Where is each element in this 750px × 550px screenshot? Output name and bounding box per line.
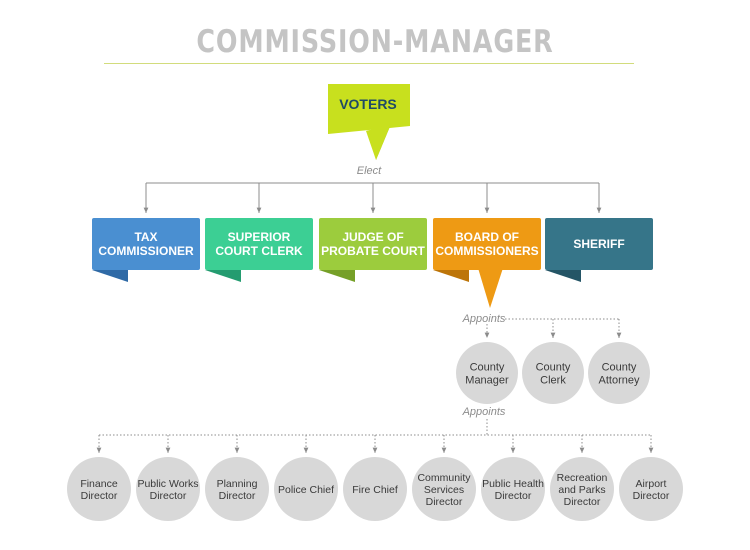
appointee-circle <box>522 342 584 404</box>
office-banner <box>205 218 313 270</box>
director-circle <box>343 457 407 521</box>
office-banner <box>319 218 427 270</box>
director-label-line: Public Works <box>137 478 198 490</box>
director-circle <box>481 457 545 521</box>
voters-banner <box>328 84 410 134</box>
office-label-line: JUDGE OF <box>342 230 403 244</box>
director-label: Fire Chief <box>352 484 398 496</box>
director-label-line: Director <box>564 496 601 508</box>
office-banner-fold <box>433 270 469 282</box>
director-circle <box>619 457 683 521</box>
office-banner-fold <box>92 270 128 282</box>
nodes <box>67 84 683 521</box>
appointee-circle <box>456 342 518 404</box>
office-label-line: SUPERIOR <box>228 230 291 244</box>
appointee-label-line: Manager <box>465 375 509 387</box>
director-label-line: Director <box>219 490 256 502</box>
appointee-label-line: County <box>602 362 637 374</box>
office-banner-fold <box>545 270 581 282</box>
director-label-line: Recreation <box>557 472 608 484</box>
director-label-line: Director <box>426 496 463 508</box>
director-circle <box>205 457 269 521</box>
office-label-line: TAX <box>134 230 157 244</box>
director-circle <box>136 457 200 521</box>
voters-label: VOTERS <box>339 96 397 112</box>
director-label: Police Chief <box>278 484 334 496</box>
director-label-line: Director <box>633 490 670 502</box>
office-banner <box>92 218 200 270</box>
director-label-line: Finance <box>80 478 118 490</box>
office-label-line: SHERIFF <box>573 237 624 251</box>
appointee-label-line: Clerk <box>540 375 566 387</box>
appointee-label-line: County <box>470 362 505 374</box>
appointee-circle <box>588 342 650 404</box>
director-label-line: Services <box>424 484 464 496</box>
director-label-line: Airport <box>636 478 667 490</box>
director-label-line: Director <box>150 490 187 502</box>
office-label: SHERIFF <box>573 237 624 251</box>
director-label-line: Police Chief <box>278 484 334 496</box>
director-circle <box>274 457 338 521</box>
elect-label: Elect <box>357 165 382 177</box>
appointee-label-line: Attorney <box>599 375 640 387</box>
director-label-line: and Parks <box>558 484 605 496</box>
office-banner <box>545 218 653 270</box>
office-label-line: PROBATE COURT <box>321 244 425 258</box>
office-label-line: BOARD OF <box>455 230 519 244</box>
director-circle <box>67 457 131 521</box>
director-label-line: Community <box>417 472 471 484</box>
director-label-line: Director <box>81 490 118 502</box>
board-pointer <box>478 268 503 308</box>
office-label-line: COMMISSIONERS <box>435 244 538 258</box>
appoints-label-2: Appoints <box>462 406 506 418</box>
office-label-line: COMMISSIONER <box>98 244 194 258</box>
office-banner-fold <box>319 270 355 282</box>
appoints-label-1: Appoints <box>462 313 506 325</box>
office-banner-fold <box>205 270 241 282</box>
director-label-line: Planning <box>217 478 258 490</box>
director-circle <box>412 457 476 521</box>
connectors <box>96 182 654 453</box>
office-banner <box>433 218 541 270</box>
director-circle <box>550 457 614 521</box>
director-label-line: Public Health <box>482 478 544 490</box>
voters-banner-pointer <box>366 124 391 160</box>
director-label-line: Director <box>495 490 532 502</box>
chart-title: COMMISSION-MANAGER <box>196 24 554 60</box>
office-label-line: COURT CLERK <box>215 244 303 258</box>
director-label-line: Fire Chief <box>352 484 398 496</box>
appointee-label-line: County <box>536 362 571 374</box>
title-underline <box>104 63 634 64</box>
